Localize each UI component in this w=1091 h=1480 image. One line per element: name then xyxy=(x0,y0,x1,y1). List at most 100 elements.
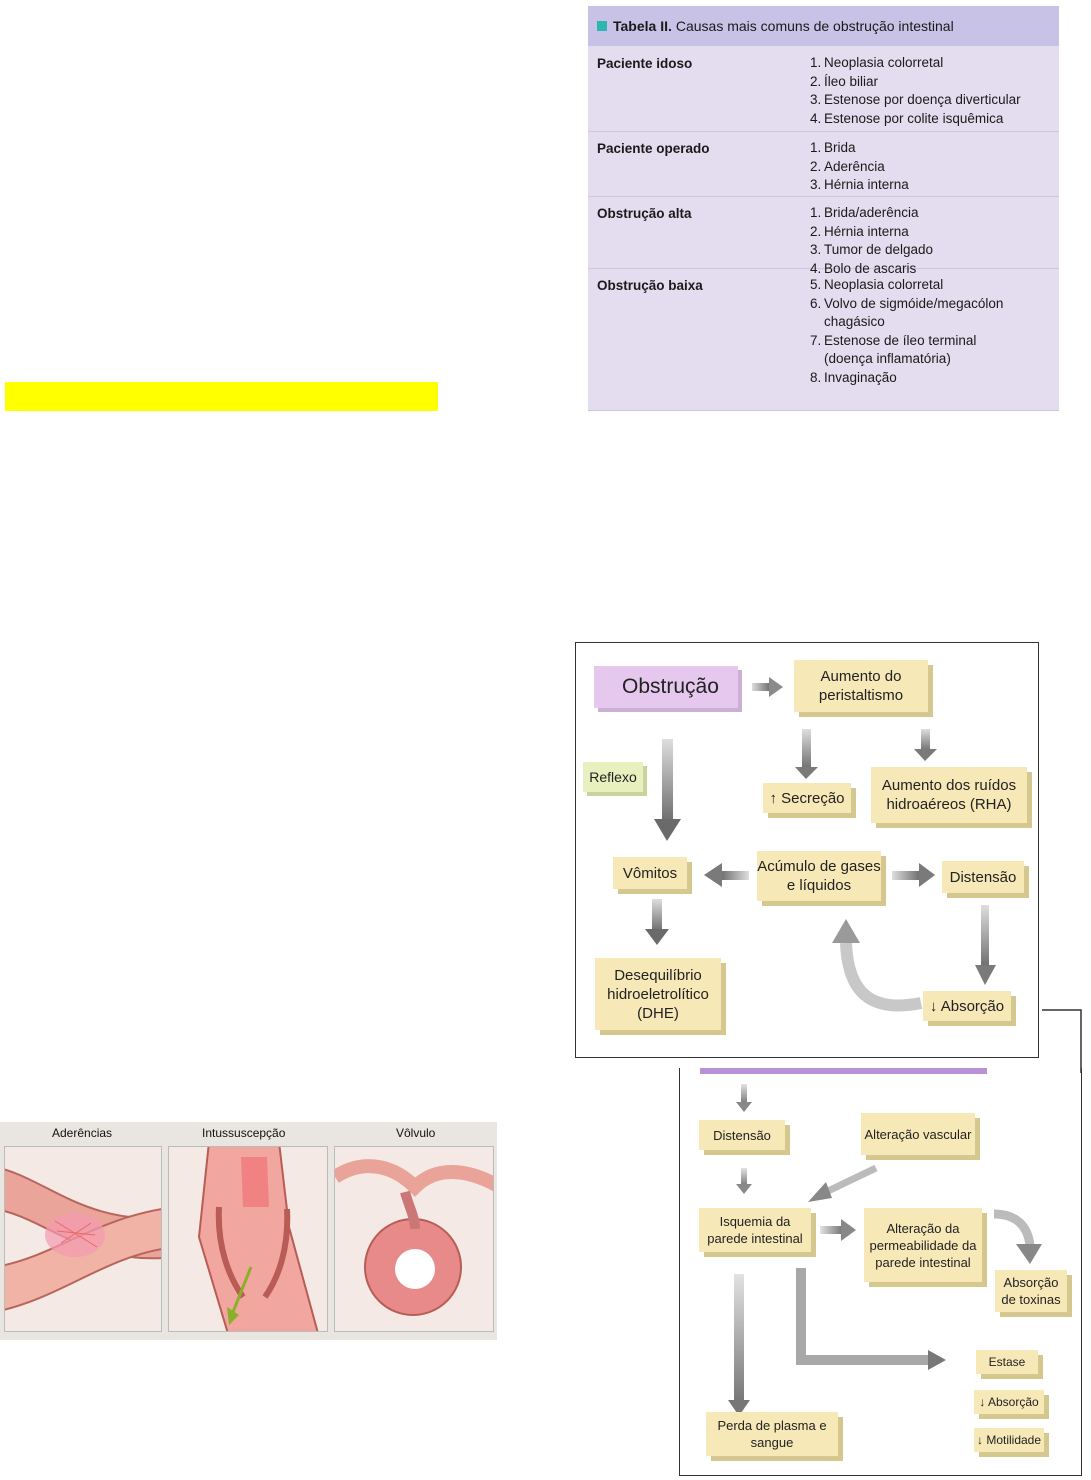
row-category: Obstrução baixa xyxy=(597,278,703,293)
table-title: Causas mais comuns de obstrução intestin… xyxy=(675,18,954,34)
cause-item: 1.Brida/aderência xyxy=(810,204,933,223)
arrow-down xyxy=(914,729,937,761)
table-header: Tabela II. Causas mais comuns de obstruç… xyxy=(588,6,1059,46)
arrow-curve-up xyxy=(832,919,923,1012)
box-motilidade: ↓ Motilidade xyxy=(974,1428,1044,1452)
box-vomitos: Vômitos xyxy=(613,857,687,889)
illustration-intussuscepcao xyxy=(168,1146,328,1332)
cause-text: (doença inflamatória) xyxy=(824,351,951,366)
arrow-down xyxy=(654,739,681,841)
cause-text: Estenose por colite isquêmica xyxy=(824,110,1004,126)
cause-item: chagásico xyxy=(810,313,1003,332)
box-permeabilidade: Alteração da permeabilidade da parede in… xyxy=(864,1208,982,1282)
causes-table: Tabela II. Causas mais comuns de obstruç… xyxy=(588,6,1059,411)
cause-text: Invaginação xyxy=(824,369,897,385)
flow2-arrows xyxy=(728,1084,1042,1416)
cause-item: 4.Estenose por colite isquêmica xyxy=(810,110,1021,129)
cause-text: Brida xyxy=(824,140,856,155)
cause-text: Estenose de íleo terminal xyxy=(824,332,977,348)
cause-item: 2.Hérnia interna xyxy=(810,223,933,242)
box-distensao-2: Distensão xyxy=(699,1120,785,1150)
purple-rule xyxy=(700,1068,987,1074)
illustration-aderencias xyxy=(4,1146,162,1332)
cause-text: chagásico xyxy=(824,314,885,329)
arrow-right xyxy=(892,863,935,887)
box-rha: Aumento dos ruídos hidroaéreos (RHA) xyxy=(871,767,1027,823)
cause-number: 3. xyxy=(810,177,822,192)
cause-number: 8. xyxy=(810,369,822,385)
arrow-down xyxy=(736,1084,752,1112)
cause-number: 4. xyxy=(810,260,822,276)
cause-item: 1.Neoplasia colorretal xyxy=(810,54,1021,73)
connector-line xyxy=(1042,1009,1082,1073)
cause-text: Brida/aderência xyxy=(824,205,919,220)
cause-item: 4.Bolo de ascaris xyxy=(810,260,933,279)
arrow-left xyxy=(704,863,749,887)
cause-item: 1.Brida xyxy=(810,139,909,158)
cause-number: 7. xyxy=(810,332,822,348)
arrow-down xyxy=(975,905,996,985)
highlight-bar xyxy=(5,382,438,411)
cause-number: 3. xyxy=(810,242,822,257)
cause-text: Volvo de sigmóide/megacólon xyxy=(824,295,1004,311)
cause-item: 3.Estenose por doença diverticular xyxy=(810,91,1021,110)
arrow-diagonal xyxy=(808,1164,878,1202)
cause-number: 1. xyxy=(810,55,822,70)
cause-text: Hérnia interna xyxy=(824,223,909,239)
arrow-elbow xyxy=(796,1268,946,1370)
cause-item: 3.Hérnia interna xyxy=(810,176,909,195)
table-title-bold: Tabela II. xyxy=(613,18,672,34)
cause-item: (doença inflamatória) xyxy=(810,350,1003,369)
flowchart-ischemia: Distensão Alteração vascular Isquemia da… xyxy=(679,1068,1082,1476)
box-acumulo: Acúmulo de gases e líquidos xyxy=(757,851,881,901)
cause-text: Hérnia interna xyxy=(824,177,909,192)
cause-number: 2. xyxy=(810,158,822,174)
arrow-right xyxy=(752,677,783,697)
label-intussuscepcao: Intussuscepção xyxy=(202,1126,286,1140)
illustration-volvulo xyxy=(334,1146,494,1332)
cause-item: 2.Aderência xyxy=(810,158,909,177)
label-aderencias: Aderências xyxy=(52,1126,113,1140)
cause-number: 2. xyxy=(810,223,822,239)
cause-number: 2. xyxy=(810,73,822,89)
arrow-right xyxy=(820,1219,856,1241)
cause-text: Aderência xyxy=(824,158,885,174)
box-reflexo: Reflexo xyxy=(583,762,643,792)
cause-text: Estenose por doença diverticular xyxy=(824,92,1021,107)
cause-item: 2.Íleo biliar xyxy=(810,73,1021,92)
square-bullet-icon xyxy=(597,21,607,31)
box-vascular: Alteração vascular xyxy=(861,1113,975,1155)
arrow-down xyxy=(645,899,669,945)
cause-number: 3. xyxy=(810,92,822,107)
anatomy-panel: Aderências Intussuscepção Vôlvulo xyxy=(0,1122,497,1340)
cause-text: Tumor de delgado xyxy=(824,242,934,257)
arrow-down-long xyxy=(728,1274,750,1416)
cause-text: Neoplasia colorretal xyxy=(824,55,944,70)
row-category: Obstrução alta xyxy=(597,206,692,221)
label-volvulo: Vôlvulo xyxy=(396,1126,436,1140)
arrow-curve xyxy=(993,1209,1042,1264)
cause-item: 8.Invaginação xyxy=(810,369,1003,388)
cause-item: 6.Volvo de sigmóide/megacólon xyxy=(810,295,1003,314)
flowchart-obstruction: Obstrução Aumento do peristaltismo Refle… xyxy=(575,642,1039,1058)
box-toxinas: Absorção de toxinas xyxy=(995,1270,1067,1312)
cause-item: 3.Tumor de delgado xyxy=(810,241,933,260)
cause-number: 6. xyxy=(810,295,822,311)
box-isquemia: Isquemia da parede intestinal xyxy=(699,1208,811,1252)
box-estase: Estase xyxy=(976,1350,1038,1374)
box-distensao: Distensão xyxy=(942,861,1024,893)
cause-text: Neoplasia colorretal xyxy=(824,277,944,292)
cause-number: 5. xyxy=(810,277,822,292)
cause-number: 1. xyxy=(810,140,822,155)
row-category: Paciente operado xyxy=(597,141,710,156)
cause-item: 5.Neoplasia colorretal xyxy=(810,276,1003,295)
cause-number: 4. xyxy=(810,110,822,126)
